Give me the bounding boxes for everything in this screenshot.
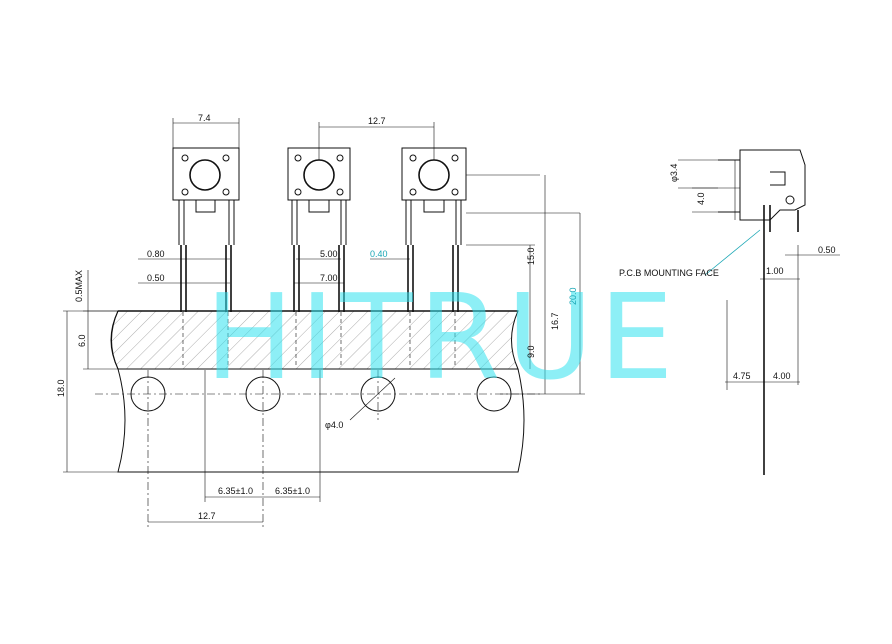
dim-6-35-b: 6.35±1.0 <box>275 486 310 496</box>
carrier-tape <box>95 310 540 530</box>
dim-0-40: 0.40 <box>370 249 388 259</box>
dim-hole-4-0: φ4.0 <box>325 420 343 430</box>
dim-12-7-top: 12.7 <box>368 116 386 126</box>
switch-3 <box>401 147 467 312</box>
side-view <box>678 149 840 475</box>
switch-2 <box>287 147 351 312</box>
dim-20-0: 20.0 <box>568 287 578 305</box>
dim-0-5max: 0.5MAX <box>74 270 84 302</box>
dim-0-80: 0.80 <box>147 249 165 259</box>
dim-side-3-4: φ3.4 <box>669 164 679 182</box>
dim-9-0: 9.0 <box>526 345 536 358</box>
watermark: HITRUE <box>205 268 680 406</box>
switch-components <box>172 147 467 365</box>
dim-6-35-a: 6.35±1.0 <box>218 486 253 496</box>
dim-16-7: 16.7 <box>550 312 560 330</box>
dim-side-4-0: 4.0 <box>696 192 706 205</box>
switch-1 <box>172 147 240 312</box>
dim-12-7-bottom: 12.7 <box>198 511 216 521</box>
dimension-lines <box>63 118 585 523</box>
dim-0-50: 0.50 <box>147 273 165 283</box>
dim-15-0: 15.0 <box>526 247 536 265</box>
dim-side-1-00: 1.00 <box>766 266 784 276</box>
dim-7-00: 7.00 <box>320 273 338 283</box>
dim-6-0: 6.0 <box>77 334 87 347</box>
dim-5-00: 5.00 <box>320 249 338 259</box>
dim-18-0: 18.0 <box>56 379 66 397</box>
pcb-mounting-face-label: P.C.B MOUNTING FACE <box>619 268 719 278</box>
dimension-labels: 7.4 12.7 0.80 0.50 5.00 7.00 0.40 0.5MAX… <box>56 113 836 521</box>
dim-side-0-50: 0.50 <box>818 245 836 255</box>
dim-7-4: 7.4 <box>198 113 211 123</box>
dim-side-4-00: 4.00 <box>773 371 791 381</box>
dim-side-4-75: 4.75 <box>733 371 751 381</box>
tape-outline <box>110 310 525 473</box>
